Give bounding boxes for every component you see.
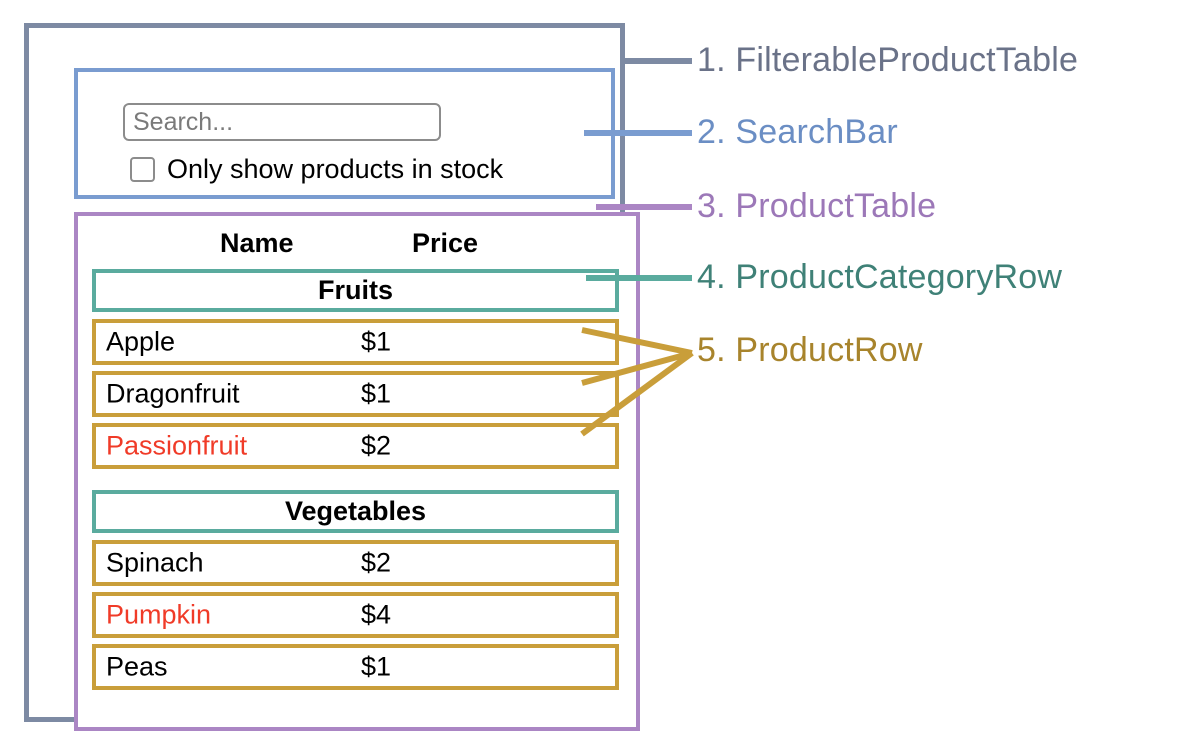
product-row[interactable]: Passionfruit $2 — [92, 423, 619, 469]
product-name: Spinach — [106, 547, 204, 578]
product-price: $1 — [361, 651, 392, 682]
column-header-name: Name — [220, 228, 294, 258]
product-row[interactable]: Pumpkin $4 — [92, 592, 619, 638]
category-label: Fruits — [317, 275, 393, 305]
column-header-price: Price — [412, 228, 479, 258]
product-category-row-vegetables: Vegetables — [92, 490, 619, 533]
legend-item-product-row: 5. ProductRow — [697, 331, 923, 369]
category-label: Vegetables — [284, 496, 427, 526]
product-row[interactable]: Peas $1 — [92, 644, 619, 690]
legend-item-filterable-product-table: 1. FilterableProductTable — [697, 41, 1079, 79]
legend-item-product-table: 3. ProductTable — [697, 187, 937, 225]
search-bar-container: Only show products in stock — [74, 68, 615, 199]
legend-item-search-bar: 2. SearchBar — [697, 113, 898, 151]
group-spacer — [92, 475, 619, 490]
product-row[interactable]: Spinach $2 — [92, 540, 619, 586]
product-price: $4 — [361, 599, 392, 630]
legend-item-product-category-row: 4. ProductCategoryRow — [697, 258, 1063, 296]
product-row[interactable]: Dragonfruit $1 — [92, 371, 619, 417]
product-row[interactable]: Apple $1 — [92, 319, 619, 365]
product-category-row-fruits: Fruits — [92, 269, 619, 312]
checkbox-unchecked-icon[interactable] — [130, 157, 155, 182]
product-table-header-row: Name Price — [92, 222, 619, 269]
product-price: $1 — [361, 378, 392, 409]
in-stock-checkbox-label: Only show products in stock — [167, 154, 504, 184]
product-price: $2 — [361, 547, 392, 578]
product-name: Passionfruit — [106, 430, 248, 461]
in-stock-filter-row[interactable]: Only show products in stock — [130, 156, 503, 183]
product-name: Apple — [106, 326, 176, 357]
search-input[interactable] — [123, 103, 441, 141]
product-table-container: Name Price Fruits Apple $1 Dragonfruit $… — [74, 212, 640, 731]
product-price: $2 — [361, 430, 392, 461]
product-name: Pumpkin — [106, 599, 212, 630]
filterable-product-table-container: Only show products in stock Name Price F… — [24, 23, 640, 731]
product-name: Peas — [106, 651, 168, 682]
product-name: Dragonfruit — [106, 378, 240, 409]
product-table: Name Price Fruits Apple $1 Dragonfruit $… — [92, 222, 619, 696]
product-price: $1 — [361, 326, 392, 357]
